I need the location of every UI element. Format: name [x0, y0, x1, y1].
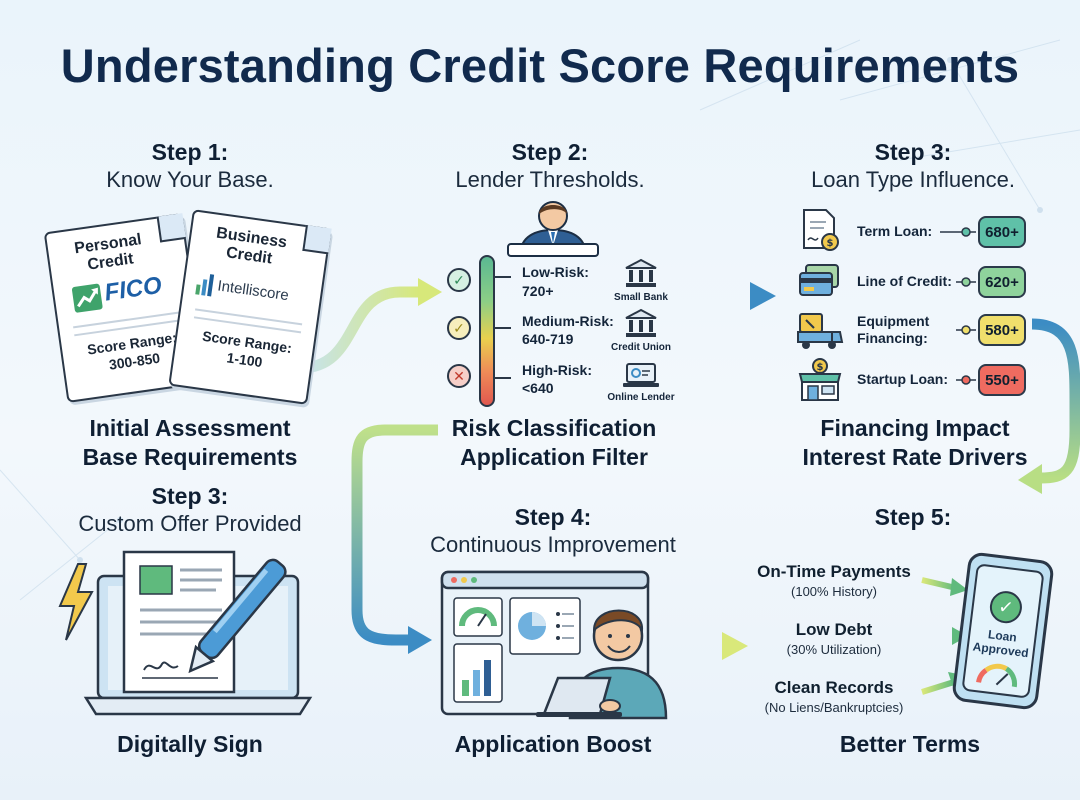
step2-subtitle: Lender Thresholds.: [455, 167, 645, 192]
factor-records-sub: (No Liens/Bankruptcies): [764, 700, 904, 715]
tier-high-name: High-Risk:: [522, 362, 592, 378]
step2-caption-line1: Risk Classification: [451, 415, 657, 441]
tier-low-name: Low-Risk:: [522, 264, 589, 280]
tier-medium-value: 640-719: [522, 331, 574, 347]
lender-small-bank: Small Bank: [614, 292, 668, 303]
term-loan-document-icon: $: [803, 209, 839, 251]
intelliscore-brand: Intelliscore: [216, 277, 290, 305]
line-of-credit-cards-icon: [799, 264, 839, 296]
factor-payments-title: On-Time Payments: [757, 562, 911, 581]
factor-records-title: Clean Records: [774, 678, 894, 697]
risk-scale-bar: [479, 255, 495, 407]
tier-low-value: 720+: [522, 283, 554, 299]
arrow-step3-down: [1031, 318, 1080, 484]
loan-startup-name: Startup Loan:: [857, 371, 948, 387]
arrow-step1-to-step2: [299, 286, 420, 374]
step3-subtitle: Loan Type Influence.: [811, 167, 1015, 192]
lender-person-icon: [507, 201, 599, 257]
credit-union-icon: [625, 308, 657, 337]
loan-equipment-name: Equipment Financing:: [857, 313, 930, 346]
loan-connectors: [940, 227, 976, 385]
small-bank-icon: [625, 258, 657, 287]
factor-debt-title: Low Debt: [795, 620, 873, 639]
step1-caption-line2: Base Requirements: [82, 444, 298, 470]
startup-storefront-icon: $: [798, 358, 842, 401]
online-lender-laptop-icon: [623, 363, 659, 387]
personal-credit-title: Personal Credit: [73, 231, 143, 274]
step5-number: Step 5:: [874, 504, 952, 530]
business-credit-document: Business Credit Intelliscore Score Range…: [168, 209, 332, 405]
step4-caption: Application Boost: [454, 731, 652, 757]
step3b-caption: Digitally Sign: [117, 731, 263, 757]
equipment-truck-icon: [797, 313, 844, 349]
credit-line-score-badge: 620+: [978, 266, 1026, 298]
loan-term-name: Term Loan:: [857, 223, 933, 239]
startup-score-badge: 550+: [978, 364, 1026, 396]
term-loan-score-badge: 680+: [978, 216, 1026, 248]
personal-credit-document: Personal Credit FICO Score Range: 300-85…: [43, 213, 207, 403]
lender-online: Online Lender: [607, 392, 675, 403]
step3b-subtitle: Custom Offer Provided: [78, 511, 302, 536]
step4-subtitle: Continuous Improvement: [430, 532, 676, 557]
lightning-bolt-icon: [58, 563, 94, 641]
person-at-laptop-dashboard-illustration: [440, 570, 668, 720]
arrow-step2-to-step4: [351, 424, 438, 646]
phone-approval-screen: ✓ Loan Approved: [951, 551, 1055, 711]
step1-subtitle: Know Your Base.: [106, 167, 274, 192]
business-credit-title: Business Credit: [215, 224, 289, 268]
step5-caption: Better Terms: [839, 731, 981, 757]
step2-number: Step 2:: [511, 139, 589, 165]
step3b-number: Step 3:: [151, 483, 229, 509]
tier-high-value: <640: [522, 380, 554, 396]
tier-medium-name: Medium-Risk:: [522, 313, 614, 329]
factor-payments-sub: (100% History): [791, 584, 877, 599]
equipment-score-badge: 580+: [978, 314, 1026, 346]
factor-debt-sub: (30% Utilization): [786, 642, 882, 657]
step3-number: Step 3:: [874, 139, 952, 165]
medium-risk-check-icon: ✓: [447, 316, 471, 340]
high-risk-x-icon: ✕: [447, 364, 471, 388]
step4-number: Step 4:: [514, 504, 592, 530]
step3-caption-line2: Interest Rate Drivers: [802, 444, 1028, 470]
step2-caption-line2: Application Filter: [460, 444, 648, 470]
step1-number: Step 1:: [151, 139, 229, 165]
loan-credit-line-name: Line of Credit:: [857, 273, 952, 289]
lender-credit-union: Credit Union: [611, 342, 671, 353]
laptop-sign-document-illustration: [83, 550, 313, 716]
fico-logo-icon: [71, 283, 103, 313]
fico-brand: FICO: [102, 271, 164, 307]
step3-caption-line1: Financing Impact: [820, 415, 1010, 441]
svg-text:$: $: [817, 362, 824, 373]
low-risk-check-icon: ✓: [447, 268, 471, 292]
step1-caption-line1: Initial Assessment: [89, 415, 291, 441]
svg-text:$: $: [827, 238, 834, 249]
page-title: Understanding Credit Score Requirements: [60, 39, 1020, 92]
intelliscore-bars-icon: [195, 272, 216, 297]
approval-gauge-icon: [976, 663, 1018, 688]
